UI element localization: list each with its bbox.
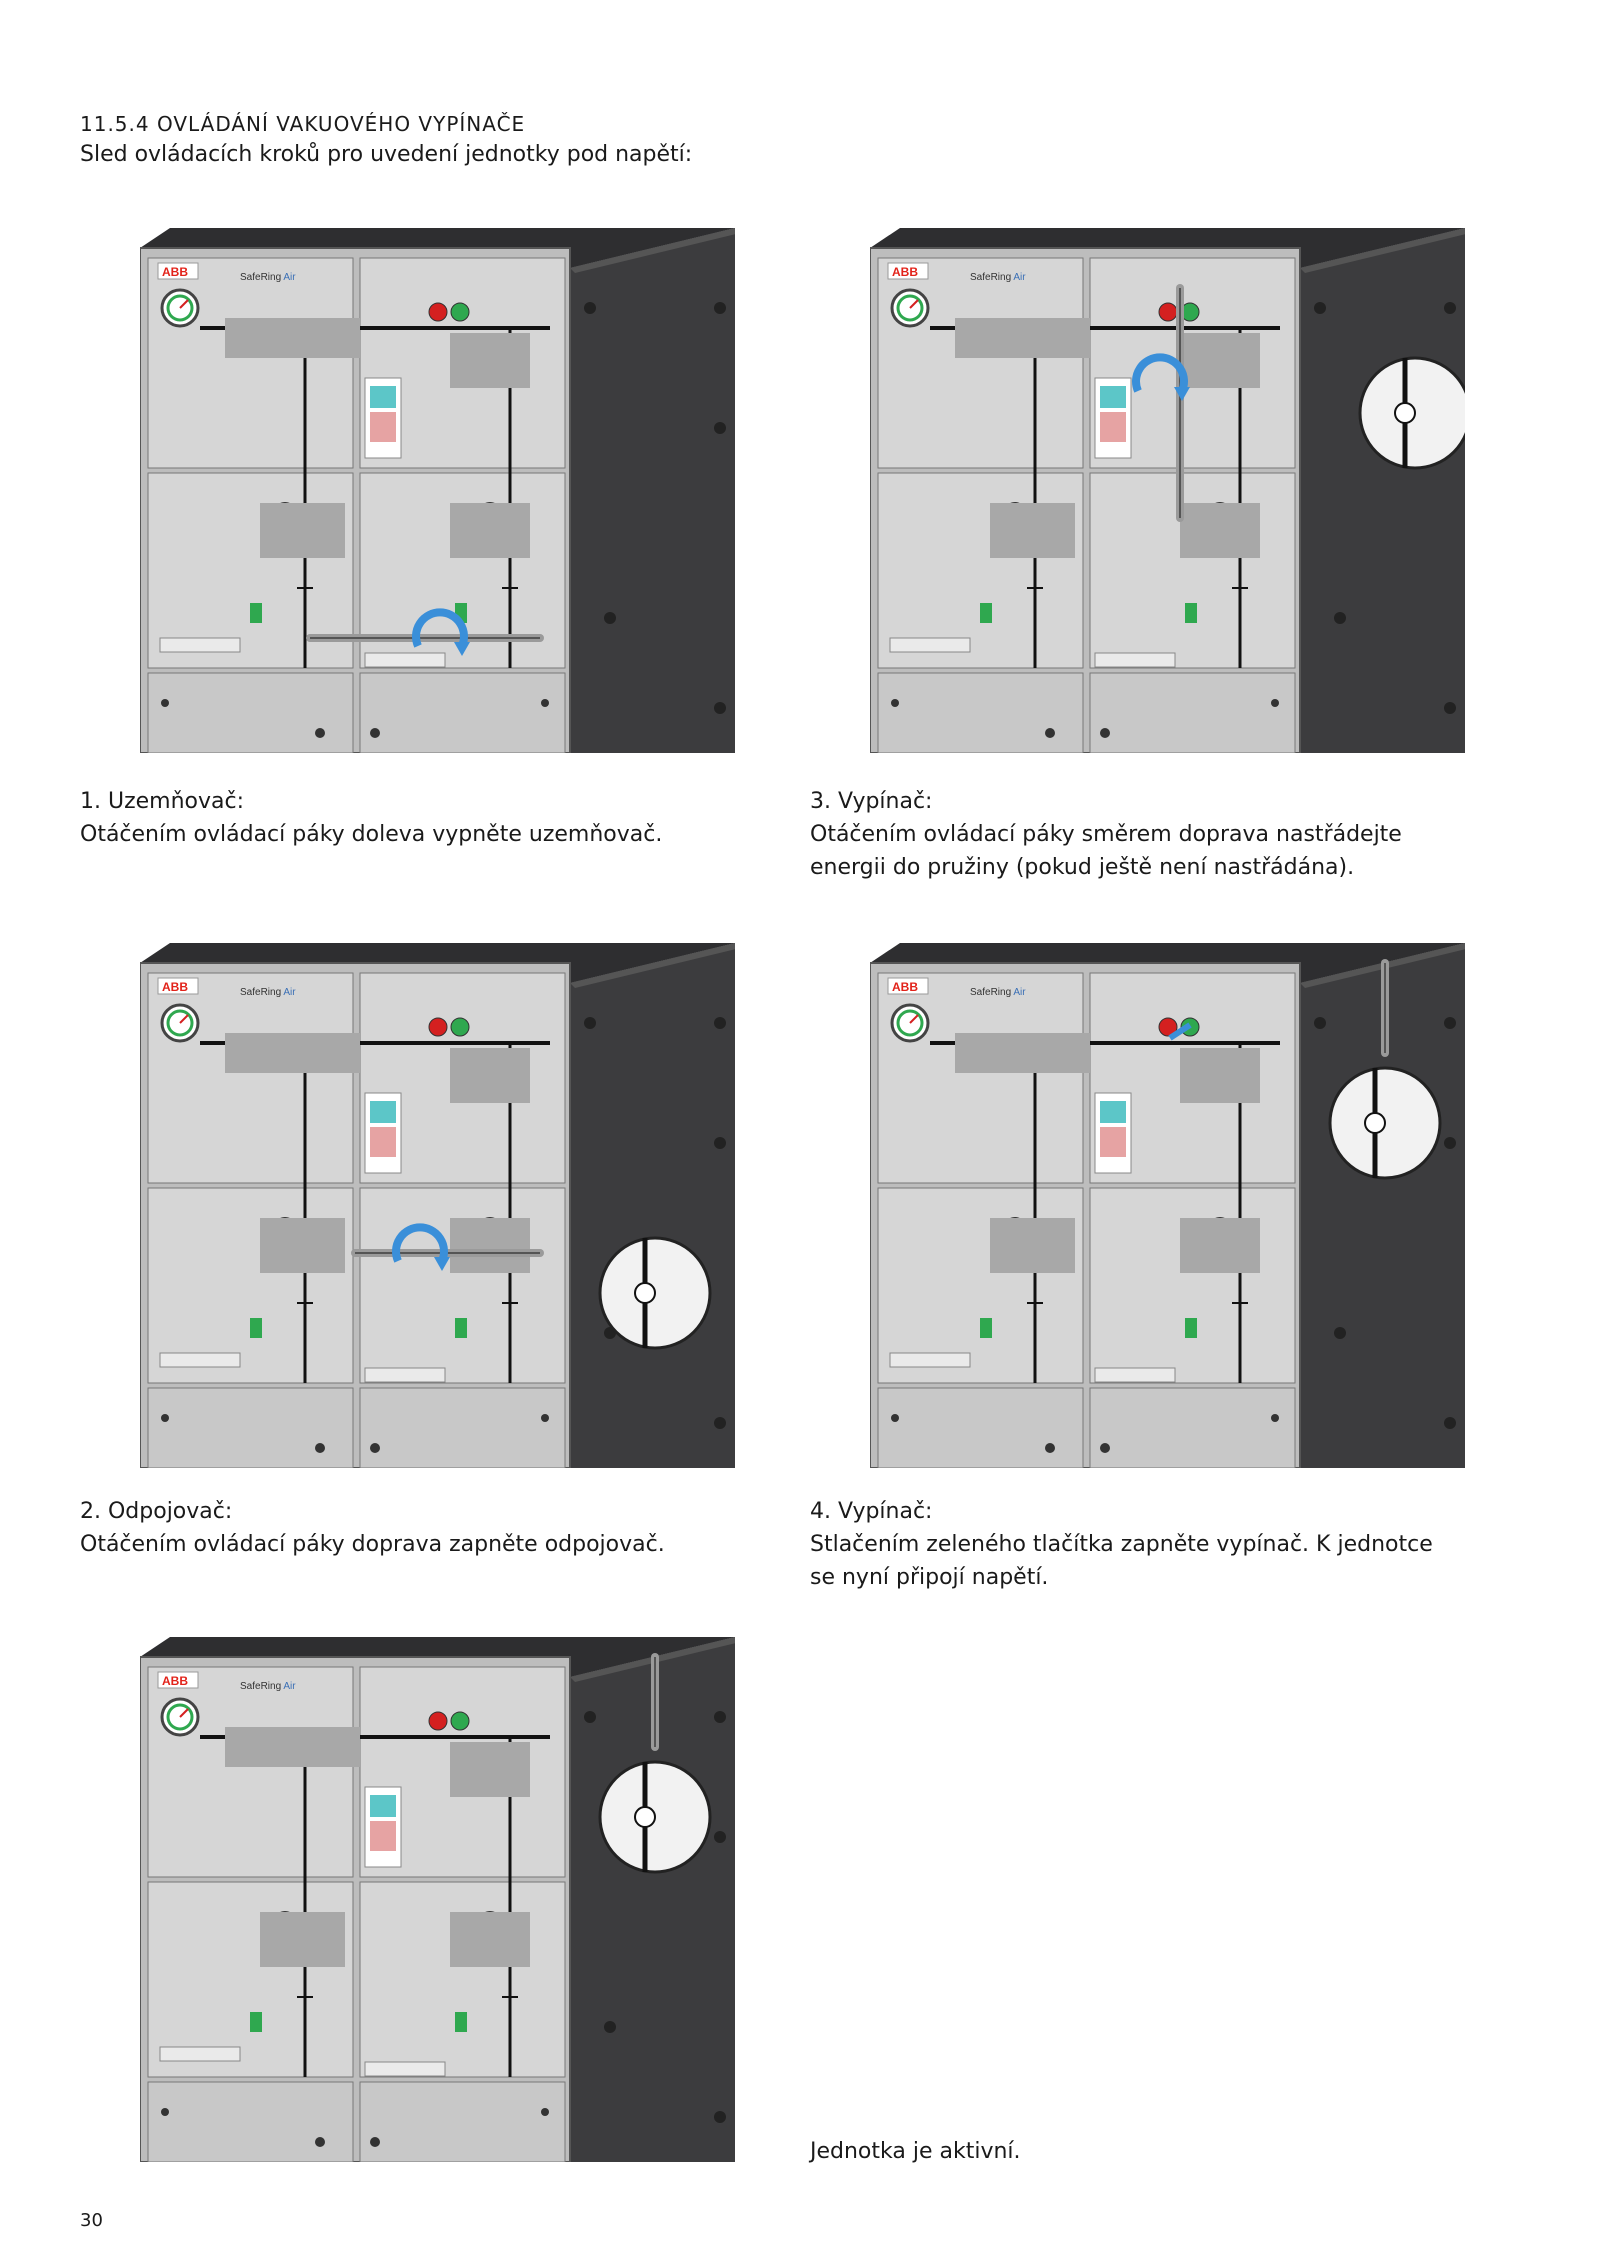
figure-step-1-earthing-switch: ABB SafeRing Air [140,228,735,753]
product-label: SafeRing Air [970,272,1026,283]
page-number: 30 [80,2210,103,2231]
figure-step-3-circuit-breaker-charge: ABB SafeRing Air [870,228,1465,753]
step-2-caption: 2. Odpojovač: Otáčením ovládací páky dop… [80,1495,780,1561]
switchgear-illustration: ABB SafeRing Air [140,943,735,1468]
figure-step-2-disconnector: ABB SafeRing Air [140,943,735,1468]
abb-logo: ABB [892,265,918,279]
switchgear-illustration: ABB SafeRing Air [870,228,1465,753]
step-4-title: 4. Vypínač: [810,1499,933,1524]
switchgear-illustration: ABB SafeRing Air [140,1637,735,2162]
switchgear-illustration: ABB SafeRing Air [140,228,735,753]
final-caption: Jednotka je aktivní. [810,2139,1021,2164]
step-1-title: 1. Uzemňovač: [80,789,245,814]
step-3-text-line-2: energii do pružiny (pokud ještě není nas… [810,855,1355,880]
step-2-title: 2. Odpojovač: [80,1499,233,1524]
switchgear-illustration: ABB SafeRing Air [870,943,1465,1468]
figure-unit-active: ABB SafeRing Air [140,1637,735,2162]
step-4-text-line-2: se nyní připojí napětí. [810,1565,1049,1590]
figure-step-4-circuit-breaker-close: ABB SafeRing Air [870,943,1465,1468]
product-label: SafeRing Air [240,1681,296,1692]
step-1-text: Otáčením ovládací páky doleva vypněte uz… [80,822,663,847]
step-2-text: Otáčením ovládací páky doprava zapněte o… [80,1532,665,1557]
abb-logo: ABB [162,1674,188,1688]
step-4-text-line-1: Stlačením zeleného tlačítka zapněte vypí… [810,1532,1433,1557]
step-3-text-line-1: Otáčením ovládací páky směrem doprava na… [810,822,1402,847]
abb-logo: ABB [162,980,188,994]
step-1-caption: 1. Uzemňovač: Otáčením ovládací páky dol… [80,785,780,851]
abb-logo: ABB [162,265,188,279]
product-label: SafeRing Air [240,272,296,283]
abb-logo: ABB [892,980,918,994]
product-label: SafeRing Air [970,987,1026,998]
step-4-caption: 4. Vypínač: Stlačením zeleného tlačítka … [810,1495,1510,1594]
step-3-caption: 3. Vypínač: Otáčením ovládací páky směre… [810,785,1510,884]
step-3-title: 3. Vypínač: [810,789,933,814]
product-label: SafeRing Air [240,987,296,998]
section-intro: Sled ovládacích kroků pro uvedení jednot… [80,142,693,167]
section-heading: 11.5.4 OVLÁDÁNÍ VAKUOVÉHO VYPÍNAČE [80,112,526,136]
